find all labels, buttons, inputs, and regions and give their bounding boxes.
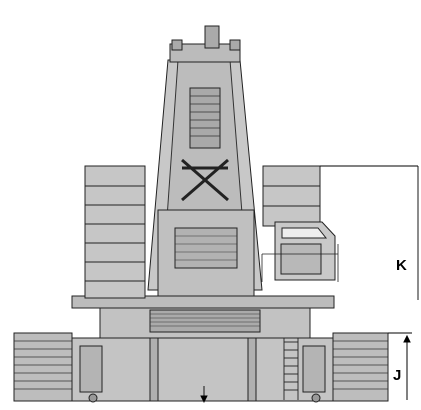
dimension-label-k: K [396,257,407,274]
dimension-k-line [320,165,419,300]
center-marker-arrow [200,386,208,404]
left-counterweight [84,165,146,299]
boom-mast [147,59,263,297]
boom-head [169,25,241,63]
right-crawler-track [332,332,389,402]
dimension-j-line [388,332,412,400]
left-crawler-track [13,332,73,402]
right-counterweight [262,165,321,227]
slewing-deck [71,295,335,339]
operator-cab [261,221,339,282]
carbody [71,335,334,403]
dimension-label-j: J [393,367,402,384]
ladder [283,335,299,400]
